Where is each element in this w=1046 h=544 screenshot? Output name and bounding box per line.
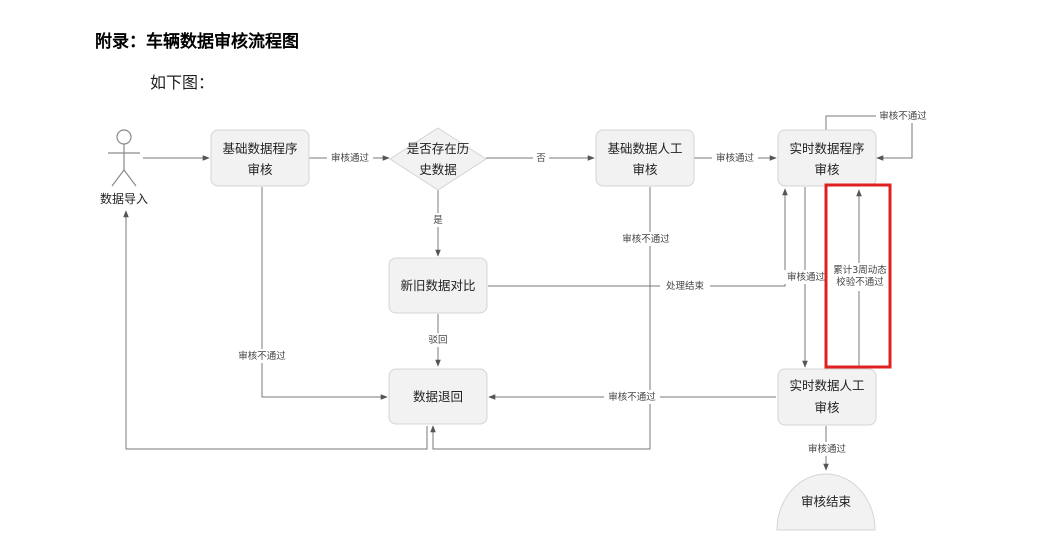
actor-head [116,129,132,145]
edge-label-no: 否 [536,153,546,164]
node-realtime-program-line2: 审核 [814,162,840,177]
node-realtime-manual-review: 实时数据人工 审核 [777,368,877,426]
actor-data-import: 数据导入 [100,129,148,206]
edge-return-to-import [123,210,428,450]
highlight-box [824,183,892,369]
node-review-end: 审核结束 [776,473,876,531]
edge-label-realtime-pass: 审核通过 [787,271,826,283]
edge-label-accumulate-line1: 累计3周动态 [833,264,887,276]
node-basic-program-line1: 基础数据程序 [222,141,297,156]
edge-label-pass-2: 审核通过 [716,152,755,164]
edge-basic-to-return [261,187,388,400]
node-realtime-manual-line1: 实时数据人工 [789,378,864,393]
node-data-return: 数据退回 [388,368,488,425]
node-history-line2: 史数据 [419,162,457,177]
edge-label-accumulate-line2: 校验不通过 [836,276,884,288]
edge-label-manual-reject: 审核不通过 [608,391,656,403]
node-basic-manual-line2: 审核 [632,162,658,177]
edge-label-pass-1: 审核通过 [331,152,370,164]
node-realtime-program-review: 实时数据程序 审核 [777,129,877,187]
node-realtime-program-line1: 实时数据程序 [789,141,864,156]
edge-label-reject: 驳回 [428,335,447,346]
edge-label-final-pass: 审核通过 [808,443,847,455]
edge-label-realtime-fail-top: 审核不通过 [879,110,927,122]
node-basic-program-line2: 审核 [247,162,273,177]
node-compare-label: 新旧数据对比 [400,278,475,293]
actor-leg-left [111,169,125,187]
appendix-heading: 附录：车辆数据审核流程图 [95,32,299,52]
edge-compare-to-realtime [488,188,788,287]
node-history-check: 是否存在历 史数据 [389,127,487,191]
edge-label-basic-fail: 审核不通过 [238,350,286,362]
node-data-compare: 新旧数据对比 [388,257,488,314]
edge-label-process-end: 处理结束 [666,280,705,292]
node-basic-manual-line1: 基础数据人工 [607,141,682,156]
edge-manual-to-return [430,187,651,450]
node-basic-program-review: 基础数据程序 审核 [210,129,310,187]
node-basic-manual-review: 基础数据人工 审核 [595,129,695,187]
node-end-label: 审核结束 [801,494,852,509]
intro-text: 如下图： [150,73,215,92]
node-return-label: 数据退回 [413,389,463,404]
edge-label-manual-fail: 审核不通过 [622,233,670,245]
edge-label-yes: 是 [433,215,443,226]
node-history-line1: 是否存在历 [407,141,470,156]
actor-label: 数据导入 [100,191,148,206]
node-realtime-manual-line2: 审核 [814,400,840,415]
actor-leg-right [123,169,137,187]
